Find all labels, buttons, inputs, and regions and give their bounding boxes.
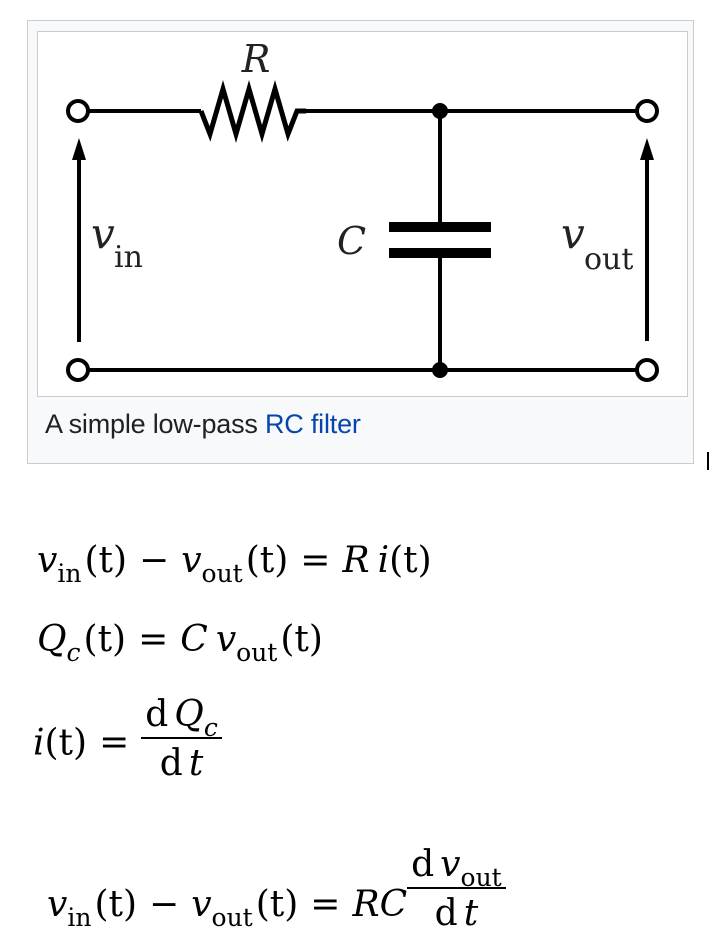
var-v: v (37, 540, 58, 581)
circuit-image[interactable]: R C v in v out (37, 31, 688, 397)
equals-sign: = (138, 619, 169, 660)
paren-t: (t) (94, 884, 138, 926)
paren-t: (t) (280, 619, 323, 660)
junction-dot-bottom (432, 362, 448, 378)
var-i: i (33, 722, 45, 764)
diff-d: d (159, 743, 183, 785)
paren-t: (t) (83, 619, 127, 660)
rc-circuit-diagram: R C v in v out (66, 37, 659, 382)
capacitor-plate-top (389, 222, 491, 232)
vout-label-subscript: out (584, 242, 633, 277)
var-v: v (191, 884, 212, 926)
sub-out: out (211, 903, 253, 933)
terminal-in-top (66, 99, 90, 123)
var-q: Q (174, 694, 204, 735)
capacitor-label: C (337, 219, 366, 263)
sub-c: c (66, 638, 81, 667)
equals-sign: = (300, 540, 331, 581)
text-caret (707, 452, 709, 470)
var-rc: RC (352, 884, 408, 926)
paren-t: (t) (84, 540, 128, 581)
capacitor-plate-bottom (389, 248, 491, 258)
figure-thumbnail: R C v in v out A simple low-pass RC filt… (27, 20, 694, 464)
var-t: t (188, 743, 204, 785)
vin-arrow-head (72, 138, 86, 160)
sub-out: out (201, 559, 243, 588)
sub-c: c (203, 713, 218, 742)
sub-out: out (236, 638, 278, 667)
var-v: v (181, 540, 202, 581)
diff-d: d (434, 893, 458, 935)
diff-d: d (145, 694, 169, 735)
terminal-out-top (635, 99, 659, 123)
junction-dot-top (432, 103, 448, 119)
var-v: v (47, 884, 68, 926)
minus-sign: − (139, 540, 170, 581)
equals-sign: = (99, 722, 130, 764)
terminal-out-bottom (635, 358, 659, 382)
vin-label-symbol: v (91, 209, 115, 258)
figure-caption: A simple low-pass RC filter (45, 409, 361, 440)
var-q: Q (37, 619, 67, 660)
resistor-symbol (198, 79, 306, 144)
diff-d: d (411, 844, 435, 885)
resistor-label: R (241, 37, 271, 81)
fraction-bar (407, 887, 506, 890)
vout-label-symbol: v (561, 209, 585, 258)
paren-t: (t) (245, 540, 289, 581)
var-r: R (342, 540, 370, 581)
var-v: v (215, 619, 237, 660)
vout-arrow-head (640, 138, 654, 160)
var-t: t (463, 893, 479, 935)
paren-t: (t) (389, 540, 432, 581)
equals-sign: = (310, 884, 341, 926)
vin-label-subscript: in (114, 240, 143, 275)
terminal-in-bottom (66, 358, 90, 382)
sub-out: out (460, 863, 502, 892)
fraction-bar (141, 737, 222, 740)
rc-filter-link[interactable]: RC filter (264, 409, 361, 439)
sub-in: in (57, 559, 82, 588)
var-v: v (440, 844, 461, 885)
caption-text: A simple low-pass (45, 409, 265, 439)
sub-in: in (67, 903, 92, 933)
minus-sign: − (149, 884, 180, 926)
var-i: i (377, 540, 390, 581)
paren-t: (t) (44, 722, 88, 764)
var-c: C (180, 619, 208, 660)
paren-t: (t) (255, 884, 299, 926)
